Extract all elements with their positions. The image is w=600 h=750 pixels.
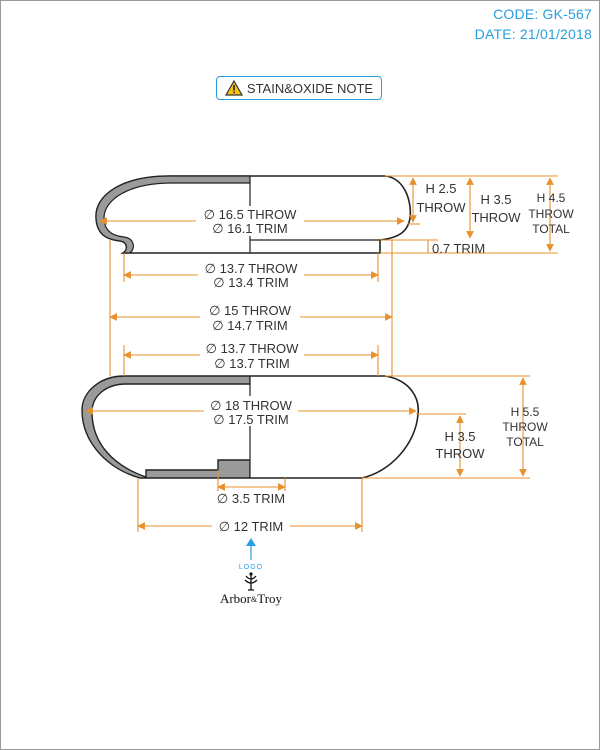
code-label: CODE: GK-567 [493,6,592,22]
bottom-shade-outline [250,375,419,479]
top-total-value: H 4.5 [537,191,566,205]
top-trim-diameter: ∅ 16.1 TRIM [212,221,287,236]
bottom-throw-diameter: ∅ 18 THROW [210,398,293,413]
middle-trim-diameter: ∅ 14.7 TRIM [212,318,287,333]
note-label: STAIN&OXIDE NOTE [246,80,374,96]
top-h2-value: H 3.5 [480,192,511,207]
top-bottom-trim-diameter: ∅ 13.4 TRIM [213,275,288,290]
bottom-h-throw-label: THROW [435,446,485,461]
middle-trim-diameter-2: ∅ 13.7 TRIM [214,356,289,371]
bottom-h-throw-value: H 3.5 [444,429,475,444]
arbor-troy-logo-icon [244,572,258,591]
middle-throw-diameter-2: ∅ 13.7 THROW [206,341,299,356]
middle-throw-diameter: ∅ 15 THROW [209,303,292,318]
top-h-throw-label: THROW [416,200,466,215]
brand-wordmark: Arbor&Troy [220,591,283,606]
top-h-throw-value: H 2.5 [425,181,456,196]
top-throw-diameter: ∅ 16.5 THROW [204,207,297,222]
base-trim-diameter: ∅ 12 TRIM [219,519,284,534]
logo-marker: LOGO [239,538,263,571]
top-shade-wall [95,175,251,254]
bottom-shade [81,375,419,479]
stain-oxide-note-button[interactable]: STAIN&OXIDE NOTE [216,76,382,100]
warning-triangle-icon [224,80,243,96]
small-trim-diameter: ∅ 3.5 TRIM [217,491,285,506]
label-backgrounds [196,206,304,534]
top-trim-height: 0.7 TRIM [432,241,485,256]
logo-caption: LOGO [239,564,263,571]
bottom-trim-diameter: ∅ 17.5 TRIM [213,412,288,427]
top-total-label: TOTAL [532,222,570,236]
bottom-shade-wall [81,375,251,479]
top-h2-label: THROW [471,210,521,225]
bottom-total-value: H 5.5 [511,405,540,419]
bottom-total-label: TOTAL [506,435,544,449]
top-total-throw: THROW [528,207,574,221]
top-bottom-throw-diameter: ∅ 13.7 THROW [205,261,298,276]
bottom-total-throw: THROW [502,420,548,434]
date-label: DATE: 21/01/2018 [474,26,592,42]
